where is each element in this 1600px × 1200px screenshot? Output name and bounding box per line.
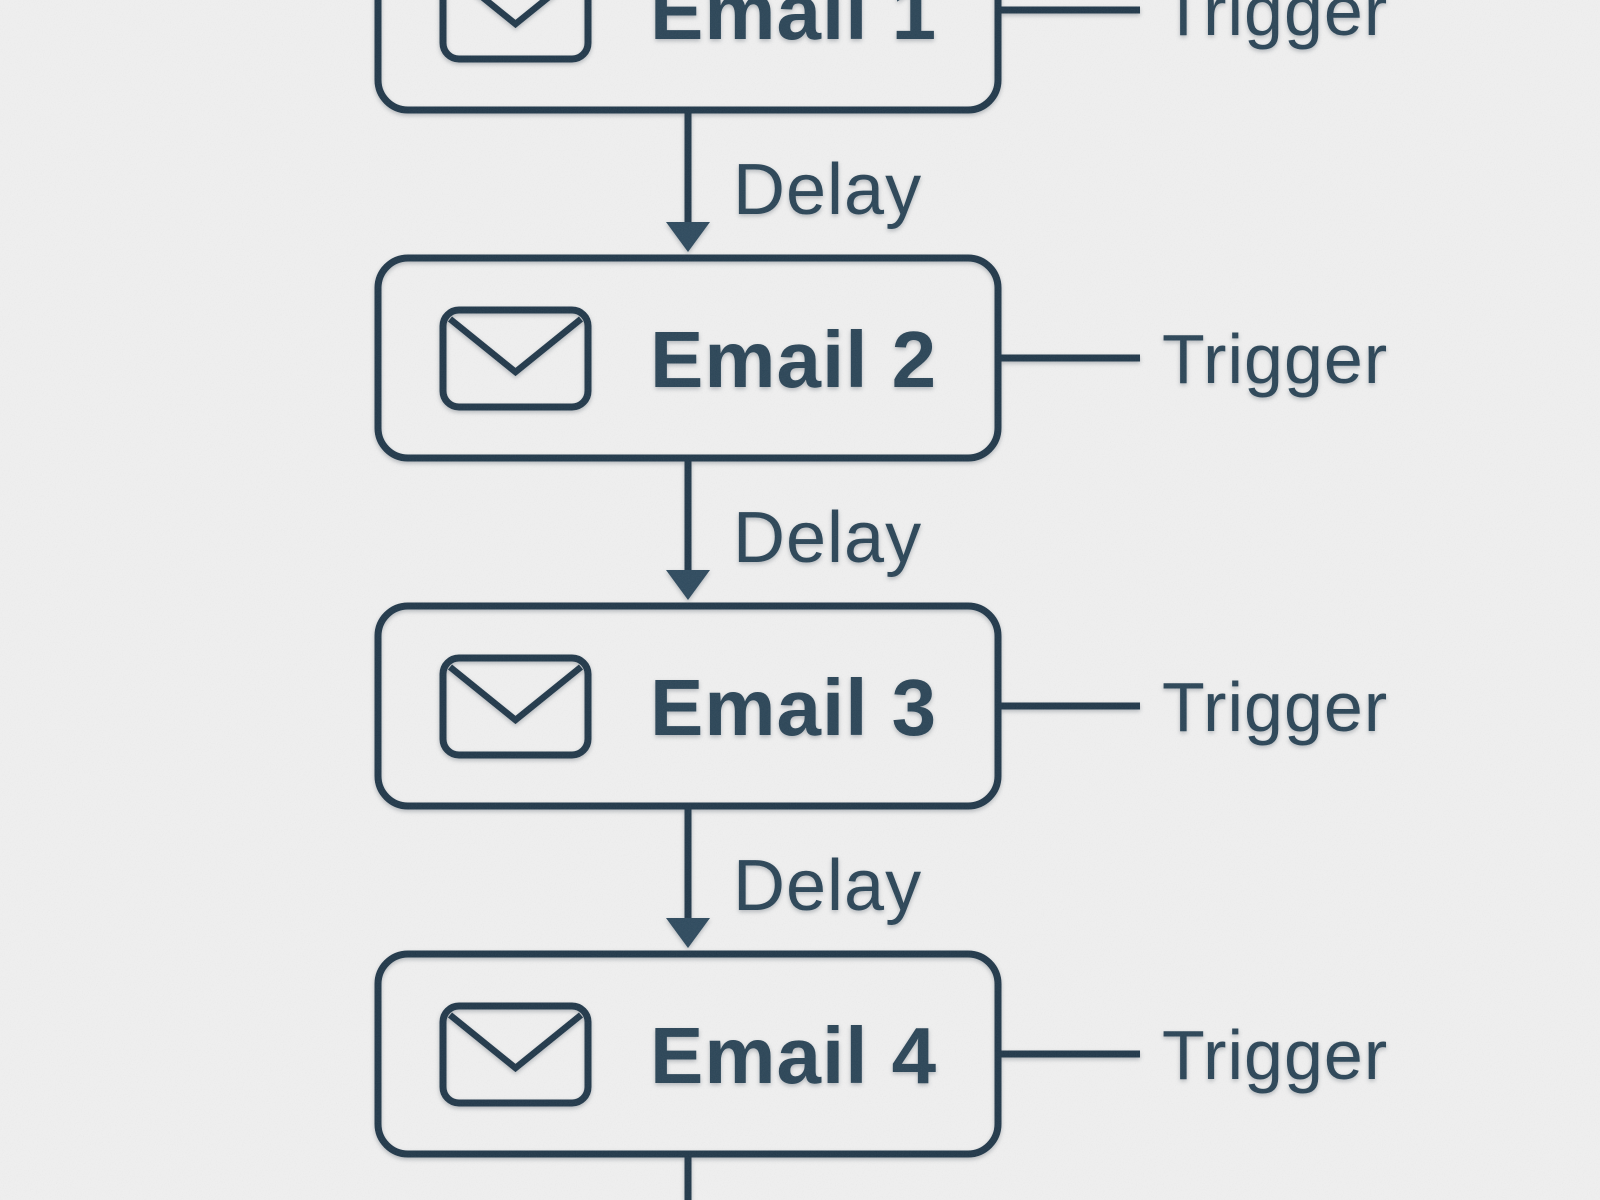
envelope-flap [480,0,551,29]
node-label: Email 3 [650,663,937,752]
envelope-body [439,0,592,63]
trigger-connector-3: Trigger [998,668,1388,746]
arrow-down-icon [666,222,710,252]
envelope-flap [447,664,584,725]
arrow-down-icon [666,918,710,948]
trigger-label: Trigger [1162,668,1388,746]
diagram-layer: Email 1 Trigger Delay Email 2 [374,0,1388,1200]
delay-label: Delay [733,498,922,578]
delay-label: Delay [733,846,922,926]
arrow-down-icon [666,570,710,600]
trigger-connector-4: Trigger [998,1016,1388,1094]
delay-connector-1: Delay [666,110,922,252]
delay-connector-2: Delay [666,458,922,600]
envelope-body [439,306,592,411]
delay-label: Delay [733,150,922,230]
node-label: Email 4 [650,1011,937,1100]
flow-node-email-1: Email 1 [374,0,1002,114]
flow-node-email-4: Email 4 [374,950,1002,1158]
trigger-connector-2: Trigger [998,320,1388,398]
trigger-label: Trigger [1162,0,1388,50]
trigger-label: Trigger [1162,320,1388,398]
envelope-body [439,654,592,759]
envelope-flap [447,1012,584,1073]
trigger-connector-1: Trigger [998,0,1388,50]
envelope-icon [439,306,592,411]
node-label: Email 2 [650,315,937,404]
envelope-icon [439,0,592,63]
flow-node-email-2: Email 2 [374,254,1002,462]
node-label: Email 1 [650,0,937,56]
envelope-icon [439,654,592,759]
trigger-label: Trigger [1162,1016,1388,1094]
envelope-body [439,1002,592,1107]
envelope-icon [439,1002,592,1107]
envelope-flap [447,316,584,377]
delay-connector-3: Delay [666,806,922,948]
flow-node-email-3: Email 3 [374,602,1002,810]
